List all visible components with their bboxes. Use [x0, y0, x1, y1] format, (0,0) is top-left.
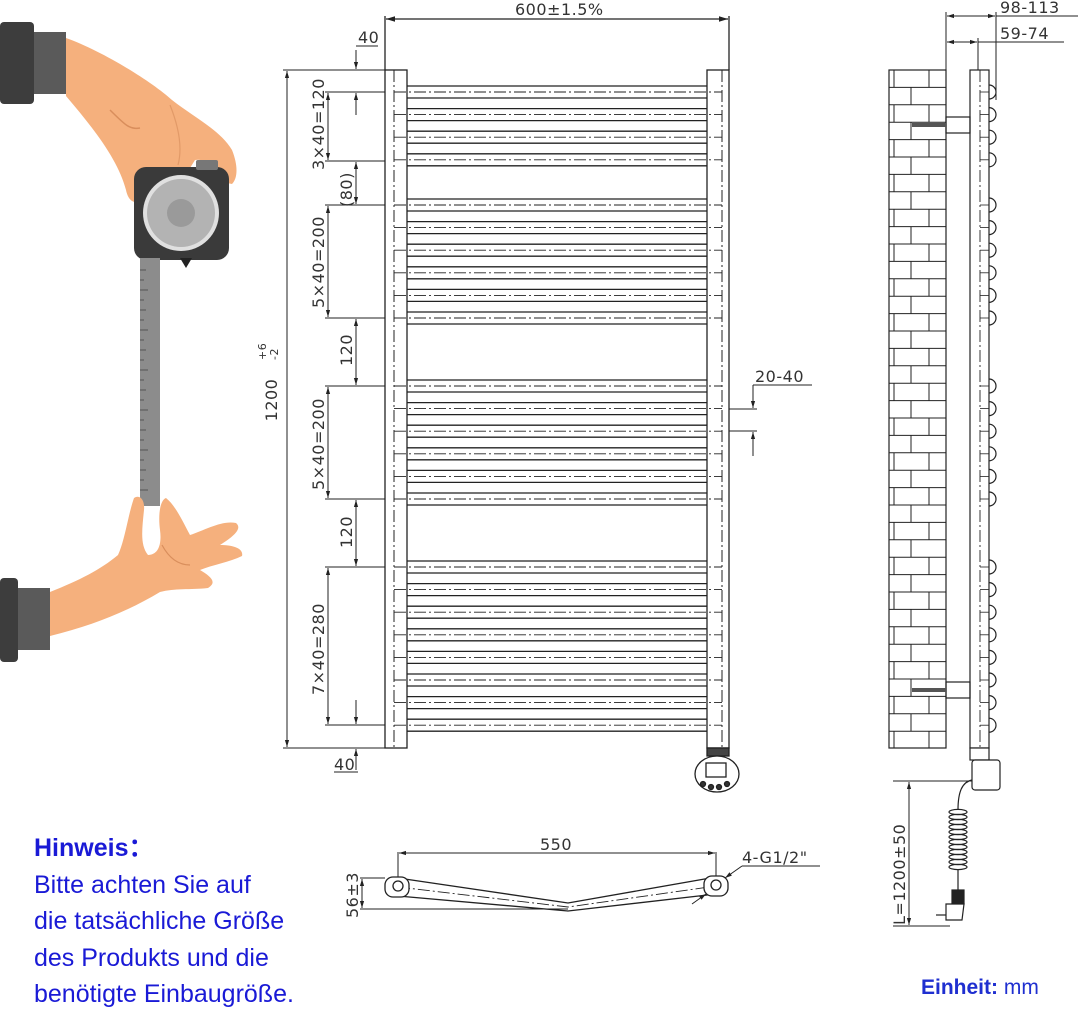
installation-note: Hinweis： Bitte achten Sie auf die tatsäc… — [34, 830, 294, 1013]
bottom-offset-label: 40 — [334, 755, 355, 774]
width-label: 600±1.5% — [515, 0, 604, 19]
span-label: 550 — [540, 835, 572, 854]
unit-value: mm — [1003, 976, 1039, 999]
top-offset-label: 40 — [358, 28, 379, 47]
gap-3-label: 120 — [337, 516, 356, 548]
wall-gap-label: 20-40 — [755, 367, 804, 386]
note-line-2: die tatsächliche Größe — [34, 907, 285, 935]
lower-hand — [50, 496, 243, 636]
offset-label: 56±3 — [343, 872, 362, 918]
connection-label: 4-G1/2" — [742, 848, 808, 867]
upper-sleeve — [0, 22, 34, 104]
top-dimensions: 550 56±3 4-G1/2" — [343, 835, 808, 918]
note-line-4: benötigte Einbaugröße. — [34, 980, 294, 1008]
group-4-label: 7×40=280 — [309, 603, 328, 695]
height-tolerance-lower: -2 — [268, 348, 281, 360]
tape-measure-illustration — [0, 22, 243, 662]
unit-label: Einheit: mm — [921, 976, 1039, 1000]
group-2-label: 5×40=200 — [309, 216, 328, 308]
top-view — [359, 850, 820, 912]
heating-element-controller — [694, 747, 740, 793]
depth-outer-label: 98-113 — [1000, 0, 1060, 17]
front-dimensions: 600±1.5% 40 40 1200 +6 -2 3×40=120 (80) … — [256, 0, 804, 774]
note-line-3: des Produkts und die — [34, 943, 269, 972]
side-dimensions: 98-113 59-74 L=1200±50 — [890, 0, 1060, 925]
gap-2-label: 120 — [337, 334, 356, 366]
lower-sleeve — [0, 578, 18, 662]
gap-1-label: (80) — [337, 172, 356, 207]
group-3-label: 5×40=200 — [309, 398, 328, 490]
tape-blade — [140, 258, 160, 506]
height-tolerance-upper: +6 — [256, 343, 269, 360]
front-view — [283, 16, 812, 793]
note-title: Hinweis — [34, 834, 129, 862]
note-line-1: Bitte achten Sie auf — [34, 870, 251, 899]
note-colon: ： — [128, 834, 154, 862]
cable-length-label: L=1200±50 — [890, 824, 909, 925]
side-view — [888, 12, 1078, 927]
upper-hand — [66, 38, 237, 202]
depth-inner-label: 59-74 — [1000, 24, 1049, 43]
unit-title: Einheit: — [921, 976, 998, 999]
group-1-label: 3×40=120 — [309, 78, 328, 170]
height-label: 1200 — [262, 379, 281, 422]
